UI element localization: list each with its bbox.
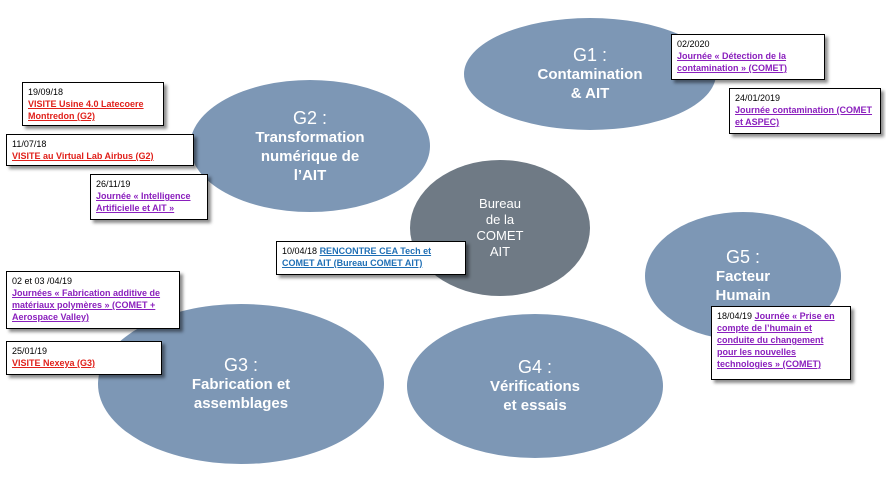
bureau-label: de la — [485, 212, 515, 227]
group-title: Facteur — [715, 268, 771, 285]
group-title: Vérifications — [489, 378, 581, 395]
group-g4-verifications: G4 : Vérifications et essais — [407, 314, 663, 458]
event-note-visite-airbus: 11/07/18 VISITE au Virtual Lab Airbus (G… — [6, 134, 194, 166]
event-date: 10/04/18 — [282, 246, 318, 256]
group-g3-fabrication: G3 : Fabrication et assemblages — [98, 304, 384, 464]
bureau-comet-ait: Bureau de la COMET AIT — [410, 160, 590, 296]
group-code: G2 : — [292, 107, 327, 128]
group-title: numérique de — [260, 147, 360, 165]
group-title: assemblages — [193, 395, 289, 412]
event-link[interactable]: RENCONTRE CEA Tech et COMET AIT (Bureau … — [282, 246, 432, 268]
event-date: 25/01/19 — [12, 346, 48, 356]
group-code: G1 : — [572, 45, 607, 65]
event-date: 02 et 03 /04/19 — [12, 276, 73, 286]
group-code: G3 : — [223, 355, 258, 375]
event-date: 11/07/18 — [12, 139, 47, 149]
event-date: 18/04/19 — [717, 311, 753, 321]
event-link[interactable]: VISITE Usine 4.0 Latecoere Montredon (G2… — [28, 99, 144, 121]
event-note-visite-latecoere: 19/09/18 VISITE Usine 4.0 Latecoere Mont… — [22, 82, 164, 126]
event-link[interactable]: VISITE au Virtual Lab Airbus (G2) — [12, 151, 154, 161]
event-note-prise-en-compte-humain: 18/04/19 Journée « Prise en compte de l’… — [711, 306, 851, 380]
bureau-label: AIT — [489, 244, 511, 259]
event-date: 26/11/19 — [96, 179, 131, 189]
event-date: 24/01/2019 — [735, 93, 781, 103]
group-code: G4 : — [517, 357, 552, 377]
bureau-label: COMET — [476, 228, 524, 243]
group-title: Humain — [715, 287, 771, 304]
event-note-fabrication-additive: 02 et 03 /04/19 Journées « Fabrication a… — [6, 271, 180, 329]
event-date: 02/2020 — [677, 39, 710, 49]
group-title: Fabrication et — [191, 376, 291, 393]
event-link[interactable]: Journée « Détection de la contamination … — [677, 51, 787, 73]
event-link[interactable]: Journées « Fabrication additive de matér… — [12, 288, 161, 322]
event-note-journee-ia: 26/11/19 Journée « Intelligence Artifici… — [90, 174, 208, 220]
event-note-journee-contamination: 24/01/2019 Journée contamination (COMET … — [729, 88, 881, 134]
event-date: 19/09/18 — [28, 87, 64, 97]
group-title: l’AIT — [293, 166, 327, 184]
event-note-rencontre-cea: 10/04/18 RENCONTRE CEA Tech et COMET AIT… — [276, 241, 466, 275]
group-title: & AIT — [570, 85, 610, 102]
group-title: Contamination — [537, 66, 643, 83]
group-g2-transformation-numerique: G2 : Transformation numérique de l’AIT — [190, 80, 430, 212]
event-note-detection-contamination: 02/2020 Journée « Détection de la contam… — [671, 34, 825, 80]
bureau-label: Bureau — [479, 196, 521, 211]
event-link[interactable]: Journée contamination (COMET et ASPEC) — [735, 105, 873, 127]
group-title: Transformation — [255, 128, 365, 146]
event-link[interactable]: Journée « Prise en compte de l’humain et… — [717, 311, 835, 369]
group-code: G5 : — [725, 247, 760, 267]
event-link[interactable]: Journée « Intelligence Artificielle et A… — [96, 191, 191, 213]
event-link[interactable]: VISITE Nexeya (G3) — [12, 358, 96, 368]
group-title: et essais — [503, 397, 567, 414]
event-note-visite-nexeya: 25/01/19 VISITE Nexeya (G3) — [6, 341, 162, 375]
